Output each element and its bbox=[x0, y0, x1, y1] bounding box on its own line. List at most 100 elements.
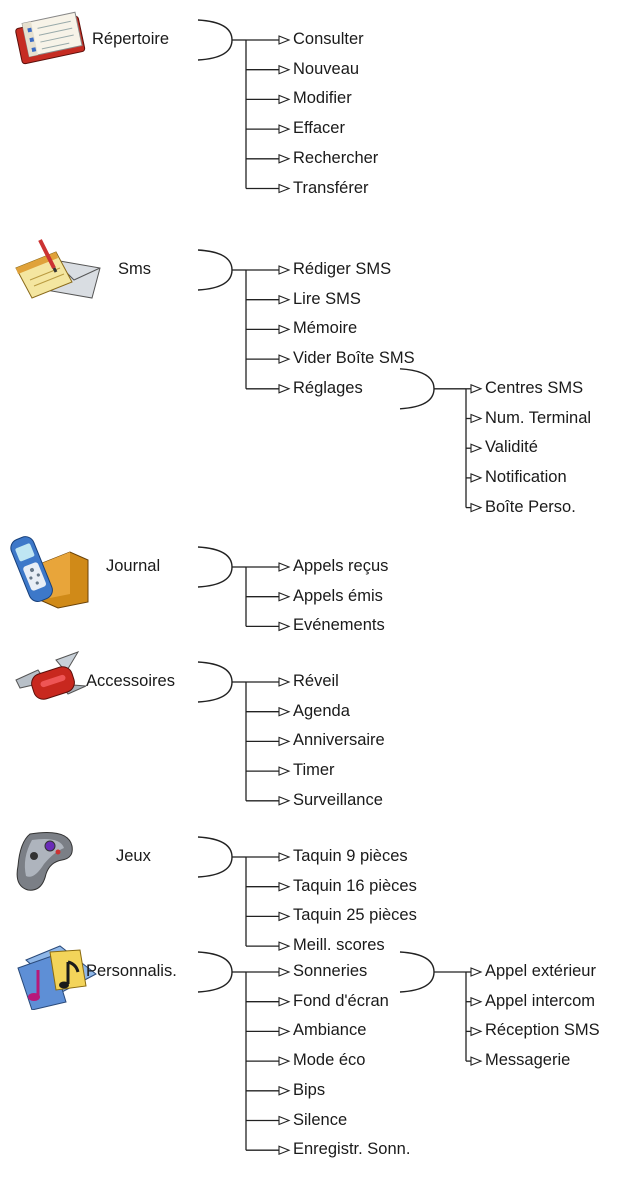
menu-4-label: Jeux bbox=[116, 847, 151, 865]
menu-0-item-4: Rechercher bbox=[293, 148, 379, 167]
menu-0-item-1: Nouveau bbox=[293, 59, 360, 78]
menu-5-item-2-arrow-arrowhead bbox=[278, 1026, 291, 1037]
menu-5-label: Personnalis. bbox=[86, 962, 177, 980]
menu-1-item-3: Vider Boîte SMS bbox=[293, 349, 415, 368]
menu-1-item-4-child-3-arrow-arrowhead bbox=[470, 473, 483, 483]
menu-4-item-0: Taquin 9 pièces bbox=[293, 847, 408, 865]
menu-5-item-1-arrow-arrowhead bbox=[278, 996, 291, 1007]
menu-2-item-2-arrow-arrowhead bbox=[278, 621, 291, 632]
menu-1-item-4: Réglages bbox=[293, 378, 363, 397]
gamepad-icon bbox=[10, 828, 90, 903]
menu-1-item-4-child-2: Validité bbox=[485, 438, 538, 457]
menu-5-item-0-arrow-arrowhead bbox=[278, 967, 291, 977]
menu-3-item-4: Surveillance bbox=[293, 790, 383, 809]
menu-0-label: Répertoire bbox=[92, 30, 170, 48]
menu-5-item-2: Ambiance bbox=[293, 1021, 367, 1040]
menu-1-item-4-brace bbox=[399, 368, 435, 410]
menu-1-brace bbox=[197, 249, 233, 291]
menu-3-item-1: Agenda bbox=[293, 701, 350, 720]
phone-folder-icon bbox=[10, 530, 90, 615]
menu-5-item-4: Bips bbox=[293, 1080, 326, 1099]
menu-5-item-6: Enregistr. Sonn. bbox=[293, 1140, 411, 1159]
menu-4-item-3: Meill. scores bbox=[293, 936, 385, 955]
menu-1-item-4-child-0: Centres SMS bbox=[485, 378, 584, 397]
menu-1-item-4-arrow-arrowhead bbox=[278, 383, 291, 394]
menu-1-item-4-child-4: Boîte Perso. bbox=[485, 497, 576, 516]
menu-5-item-0-child-1-arrow-arrowhead bbox=[470, 996, 483, 1007]
menu-1-item-1-arrow-arrowhead bbox=[278, 294, 291, 305]
menu-1-item-2-arrow-arrowhead bbox=[278, 324, 291, 335]
menu-3-item-3: Timer bbox=[293, 761, 335, 780]
address-book-icon bbox=[8, 8, 92, 75]
menu-4-item-1: Taquin 16 pièces bbox=[293, 876, 417, 895]
menu-2-item-0-arrow-arrowhead bbox=[278, 562, 291, 572]
menu-3-brace bbox=[197, 661, 233, 703]
pocket-knife-icon bbox=[12, 650, 90, 715]
menu-3-item-4-arrow-arrowhead bbox=[278, 795, 291, 806]
menu-5-item-5: Silence bbox=[293, 1110, 348, 1129]
menu-5-item-3: Mode éco bbox=[293, 1051, 366, 1070]
menu-0-item-3-arrow-arrowhead bbox=[278, 124, 291, 134]
menu-1-item-4-child-3: Notification bbox=[485, 467, 567, 486]
menu-4-item-2: Taquin 25 pièces bbox=[293, 906, 417, 925]
menu-5-item-0-child-3-arrow-arrowhead bbox=[470, 1056, 483, 1066]
menu-5-item-0-child-3: Messagerie bbox=[485, 1051, 571, 1070]
menu-5-item-1: Fond d'écran bbox=[293, 991, 389, 1010]
menu-1-item-4-child-0-arrow-arrowhead bbox=[470, 383, 483, 394]
menu-5-item-0-child-2: Réception SMS bbox=[485, 1021, 600, 1040]
menu-4-item-3-arrow-arrowhead bbox=[278, 941, 291, 951]
menu-5-item-0-child-0-arrow-arrowhead bbox=[470, 967, 483, 977]
menu-2-label: Journal bbox=[106, 557, 161, 575]
menu-3-item-2-arrow-arrowhead bbox=[278, 736, 291, 747]
menu-2-item-1: Appels émis bbox=[293, 586, 383, 605]
menu-1-item-2: Mémoire bbox=[293, 319, 358, 338]
menu-0-item-1-arrow-arrowhead bbox=[278, 64, 291, 75]
menu-0-item-2: Modifier bbox=[293, 89, 352, 108]
menu-0-item-0-arrow-arrowhead bbox=[278, 35, 291, 45]
menu-0-item-4-arrow-arrowhead bbox=[278, 153, 291, 164]
menu-3-item-0-arrow-arrowhead bbox=[278, 677, 291, 687]
menu-1-item-4-child-1-arrow-arrowhead bbox=[470, 413, 483, 424]
menu-5-item-0-child-0: Appel extérieur bbox=[485, 962, 596, 980]
menu-1-item-0-arrow-arrowhead bbox=[278, 265, 291, 275]
menu-5-item-6-arrow-arrowhead bbox=[278, 1145, 291, 1156]
menu-3-item-1-arrow-arrowhead bbox=[278, 706, 291, 717]
menu-4-brace bbox=[197, 836, 233, 878]
menu-1-item-3-arrow-arrowhead bbox=[278, 354, 291, 364]
menu-0-item-0: Consulter bbox=[293, 30, 364, 48]
music-notes-icon bbox=[10, 940, 100, 1015]
menu-1-item-1: Lire SMS bbox=[293, 289, 361, 308]
notepad-envelope-icon bbox=[10, 238, 104, 307]
menu-0-item-5-arrow-arrowhead bbox=[278, 183, 291, 194]
menu-5-item-0-child-2-arrow-arrowhead bbox=[470, 1026, 483, 1037]
menu-3-label: Accessoires bbox=[86, 672, 175, 690]
menu-1-item-4-child-2-arrow-arrowhead bbox=[470, 443, 483, 454]
menu-1-label: Sms bbox=[118, 260, 151, 278]
menu-1-item-0: Rédiger SMS bbox=[293, 260, 392, 278]
menu-5-item-4-arrow-arrowhead bbox=[278, 1085, 291, 1096]
menu-4-item-0-arrow-arrowhead bbox=[278, 852, 291, 862]
menu-4-item-2-arrow-arrowhead bbox=[278, 911, 291, 922]
menu-3-item-3-arrow-arrowhead bbox=[278, 766, 291, 776]
menu-0-item-5: Transférer bbox=[293, 178, 369, 197]
menu-2-item-0: Appels reçus bbox=[293, 557, 389, 575]
menu-1-item-4-child-4-arrow-arrowhead bbox=[470, 502, 483, 513]
menu-5-item-5-arrow-arrowhead bbox=[278, 1115, 291, 1126]
menu-4-item-1-arrow-arrowhead bbox=[278, 881, 291, 892]
menu-1-item-4-child-1: Num. Terminal bbox=[485, 408, 592, 427]
menu-0-item-2-arrow-arrowhead bbox=[278, 94, 291, 105]
menu-2-item-2: Evénements bbox=[293, 616, 385, 635]
menu-2-brace bbox=[197, 546, 233, 588]
menu-5-item-0-brace bbox=[399, 951, 435, 993]
menu-3-item-2: Anniversaire bbox=[293, 731, 385, 750]
menu-5-brace bbox=[197, 951, 233, 993]
menu-3-item-0: Réveil bbox=[293, 672, 339, 690]
menu-0-brace bbox=[197, 19, 233, 61]
menu-5-item-3-arrow-arrowhead bbox=[278, 1056, 291, 1066]
menu-2-item-1-arrow-arrowhead bbox=[278, 591, 291, 602]
menu-5-item-0: Sonneries bbox=[293, 962, 368, 980]
menu-0-item-3: Effacer bbox=[293, 119, 345, 138]
menu-5-item-0-child-1: Appel intercom bbox=[485, 991, 596, 1010]
